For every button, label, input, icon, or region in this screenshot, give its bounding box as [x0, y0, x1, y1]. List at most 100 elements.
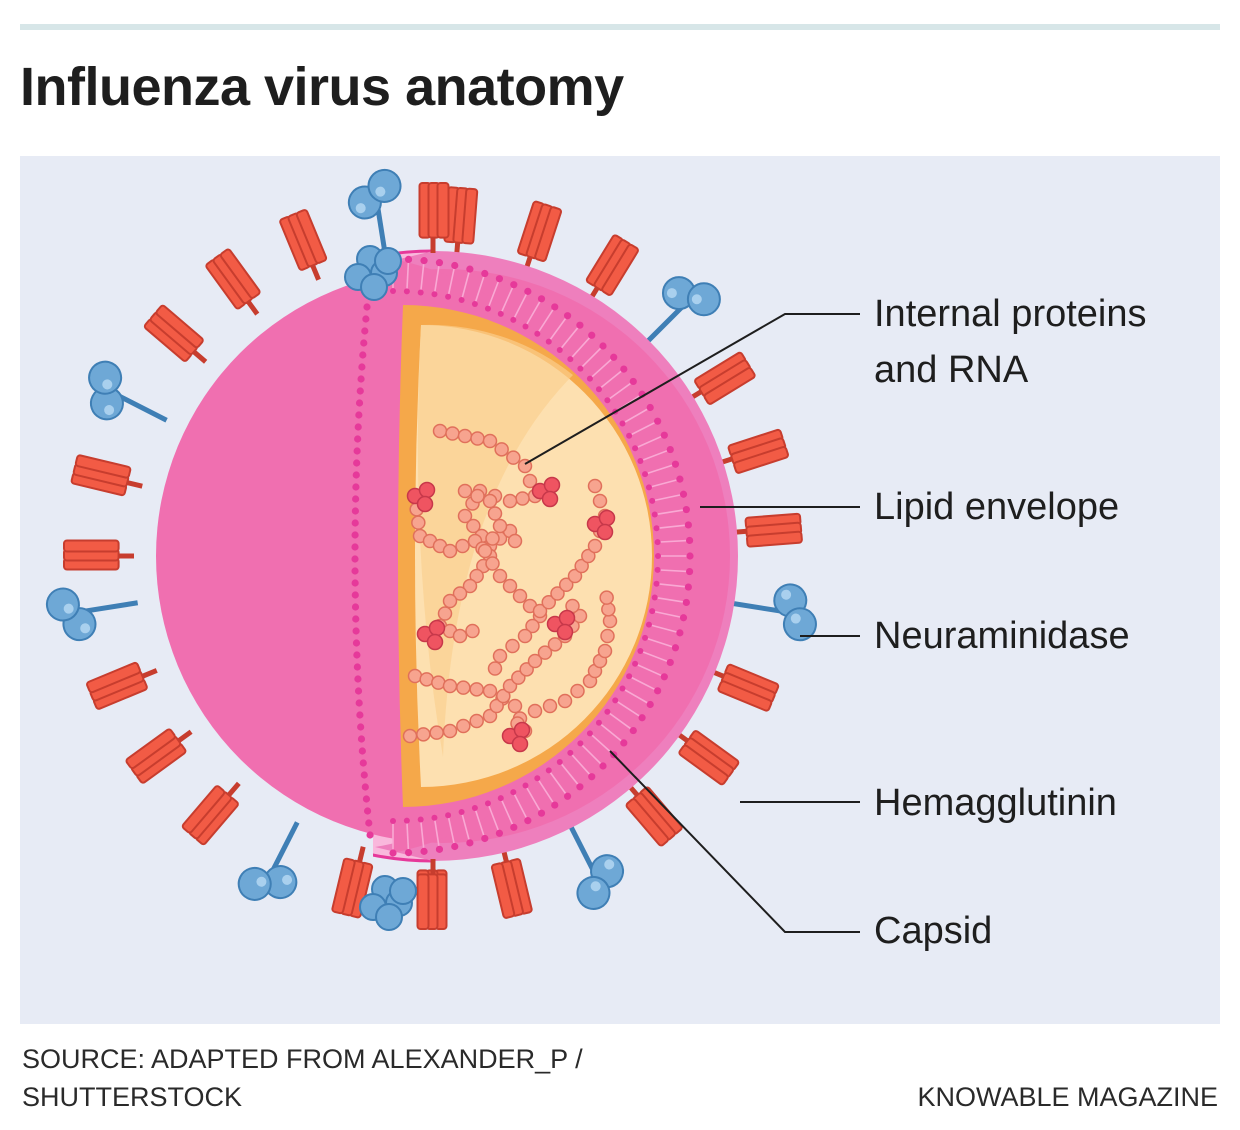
rna-protein-cluster	[406, 481, 436, 513]
rna-bead	[477, 543, 493, 559]
neuraminidase-cluster	[359, 875, 417, 931]
rna-bead	[487, 506, 503, 521]
rna-bead	[442, 723, 458, 739]
hemagglutinin-spike	[585, 234, 639, 303]
virus-illustration	[45, 168, 860, 933]
neuraminidase-spike	[237, 821, 300, 901]
rna-bead	[502, 493, 518, 509]
virus-body	[156, 249, 738, 863]
rna-bead	[507, 698, 523, 714]
rna-bead	[452, 628, 468, 644]
hemagglutinin-spike	[86, 661, 158, 710]
rna-bead	[416, 727, 431, 742]
rna-bead	[522, 473, 538, 489]
rna-bead	[506, 450, 521, 465]
rna-protein-cluster	[531, 476, 561, 508]
source-credit: SOURCE: ADAPTED FROM ALEXANDER_P / SHUTT…	[22, 1040, 583, 1116]
rna-bead	[456, 718, 471, 734]
rna-bead	[505, 638, 520, 654]
hemagglutinin-spike	[416, 859, 448, 930]
rna-bead	[542, 698, 558, 714]
rna-bead	[442, 593, 458, 609]
rna-bead	[457, 508, 473, 524]
hemagglutinin-spike	[279, 209, 328, 281]
rna-bead	[470, 431, 485, 446]
rna-bead	[457, 428, 473, 444]
rna-bead	[512, 588, 528, 604]
lipid-bilayer	[351, 255, 694, 857]
rna-bead	[557, 693, 573, 709]
hemagglutinin-spike	[708, 663, 780, 712]
rna-bead	[587, 538, 603, 554]
rna-bead	[487, 661, 503, 676]
rna-bead	[547, 637, 563, 652]
rna-bead	[592, 493, 608, 509]
hemagglutinin-spike	[181, 781, 241, 846]
leader-internal-proteins	[524, 313, 860, 465]
rna-bead	[527, 703, 543, 719]
rna-bead	[442, 543, 458, 559]
rna-bead	[455, 538, 470, 554]
rna-bead	[527, 653, 543, 669]
label-leader-lines	[524, 313, 860, 933]
rna-bead	[445, 426, 460, 441]
rna-protein-cluster	[546, 609, 576, 641]
rna-bead	[602, 613, 618, 629]
hemagglutinin-spike	[490, 846, 533, 919]
rna-bead	[507, 533, 523, 549]
rna-bead	[597, 643, 613, 659]
rna-bead	[601, 602, 616, 617]
rna-bead	[494, 442, 509, 457]
rna-bead	[502, 578, 518, 594]
rna-strands	[402, 423, 618, 753]
rna-bead	[532, 603, 548, 619]
rna-bead	[485, 531, 500, 546]
rna-bead	[515, 491, 530, 506]
rna-bead	[462, 578, 478, 594]
hemagglutinin-spike	[63, 539, 134, 571]
rna-bead	[470, 488, 485, 504]
rna-bead	[469, 568, 484, 584]
neuraminidase-cluster	[344, 245, 402, 301]
rna-bead	[482, 433, 498, 449]
rna-bead	[432, 423, 448, 439]
label-internal-proteins-line2: and RNA	[874, 349, 1029, 391]
rna-protein-cluster	[501, 721, 531, 753]
source-credit-line1: SOURCE: ADAPTED FROM ALEXANDER_P /	[22, 1044, 583, 1074]
hemagglutinin-spike	[125, 728, 193, 784]
publisher-brand: KNOWABLE MAGAZINE	[917, 1082, 1218, 1112]
hemagglutinin-spike	[716, 428, 789, 474]
hemagglutinin-spike	[517, 200, 562, 273]
rna-bead	[537, 645, 553, 660]
rna-bead	[567, 568, 583, 584]
hemagglutinin-spike	[331, 846, 374, 919]
neuraminidase-spike	[642, 276, 721, 347]
label-internal-proteins-line1: Internal proteins	[874, 293, 1147, 335]
rna-bead	[485, 556, 500, 571]
hemagglutinin-spike	[730, 512, 803, 548]
label-lipid-envelope: Lipid envelope	[874, 486, 1120, 528]
neuraminidase-spike	[45, 587, 139, 642]
rna-bead	[429, 725, 444, 740]
hemagglutinin-spike	[70, 454, 143, 497]
neuraminidase-spike	[347, 168, 402, 262]
rna-protein-cluster	[416, 619, 446, 651]
rna-bead	[489, 698, 504, 714]
rna-bead	[496, 688, 511, 704]
rna-bead	[574, 558, 589, 574]
rna-bead	[492, 518, 508, 534]
rna-bead	[469, 713, 484, 729]
hemagglutinin-spike	[205, 248, 261, 316]
hemagglutinin-spike	[686, 351, 756, 405]
rna-bead	[581, 548, 596, 564]
leader-capsid	[609, 750, 860, 933]
rna-bead	[550, 586, 565, 601]
rna-bead	[465, 623, 480, 639]
label-capsid: Capsid	[874, 910, 993, 952]
neuraminidase-spike	[566, 821, 625, 910]
rna-bead	[466, 518, 481, 534]
spikes-layer-front	[344, 182, 450, 931]
rna-bead	[482, 683, 498, 699]
rna-bead	[559, 577, 574, 592]
rna-bead	[517, 628, 533, 644]
